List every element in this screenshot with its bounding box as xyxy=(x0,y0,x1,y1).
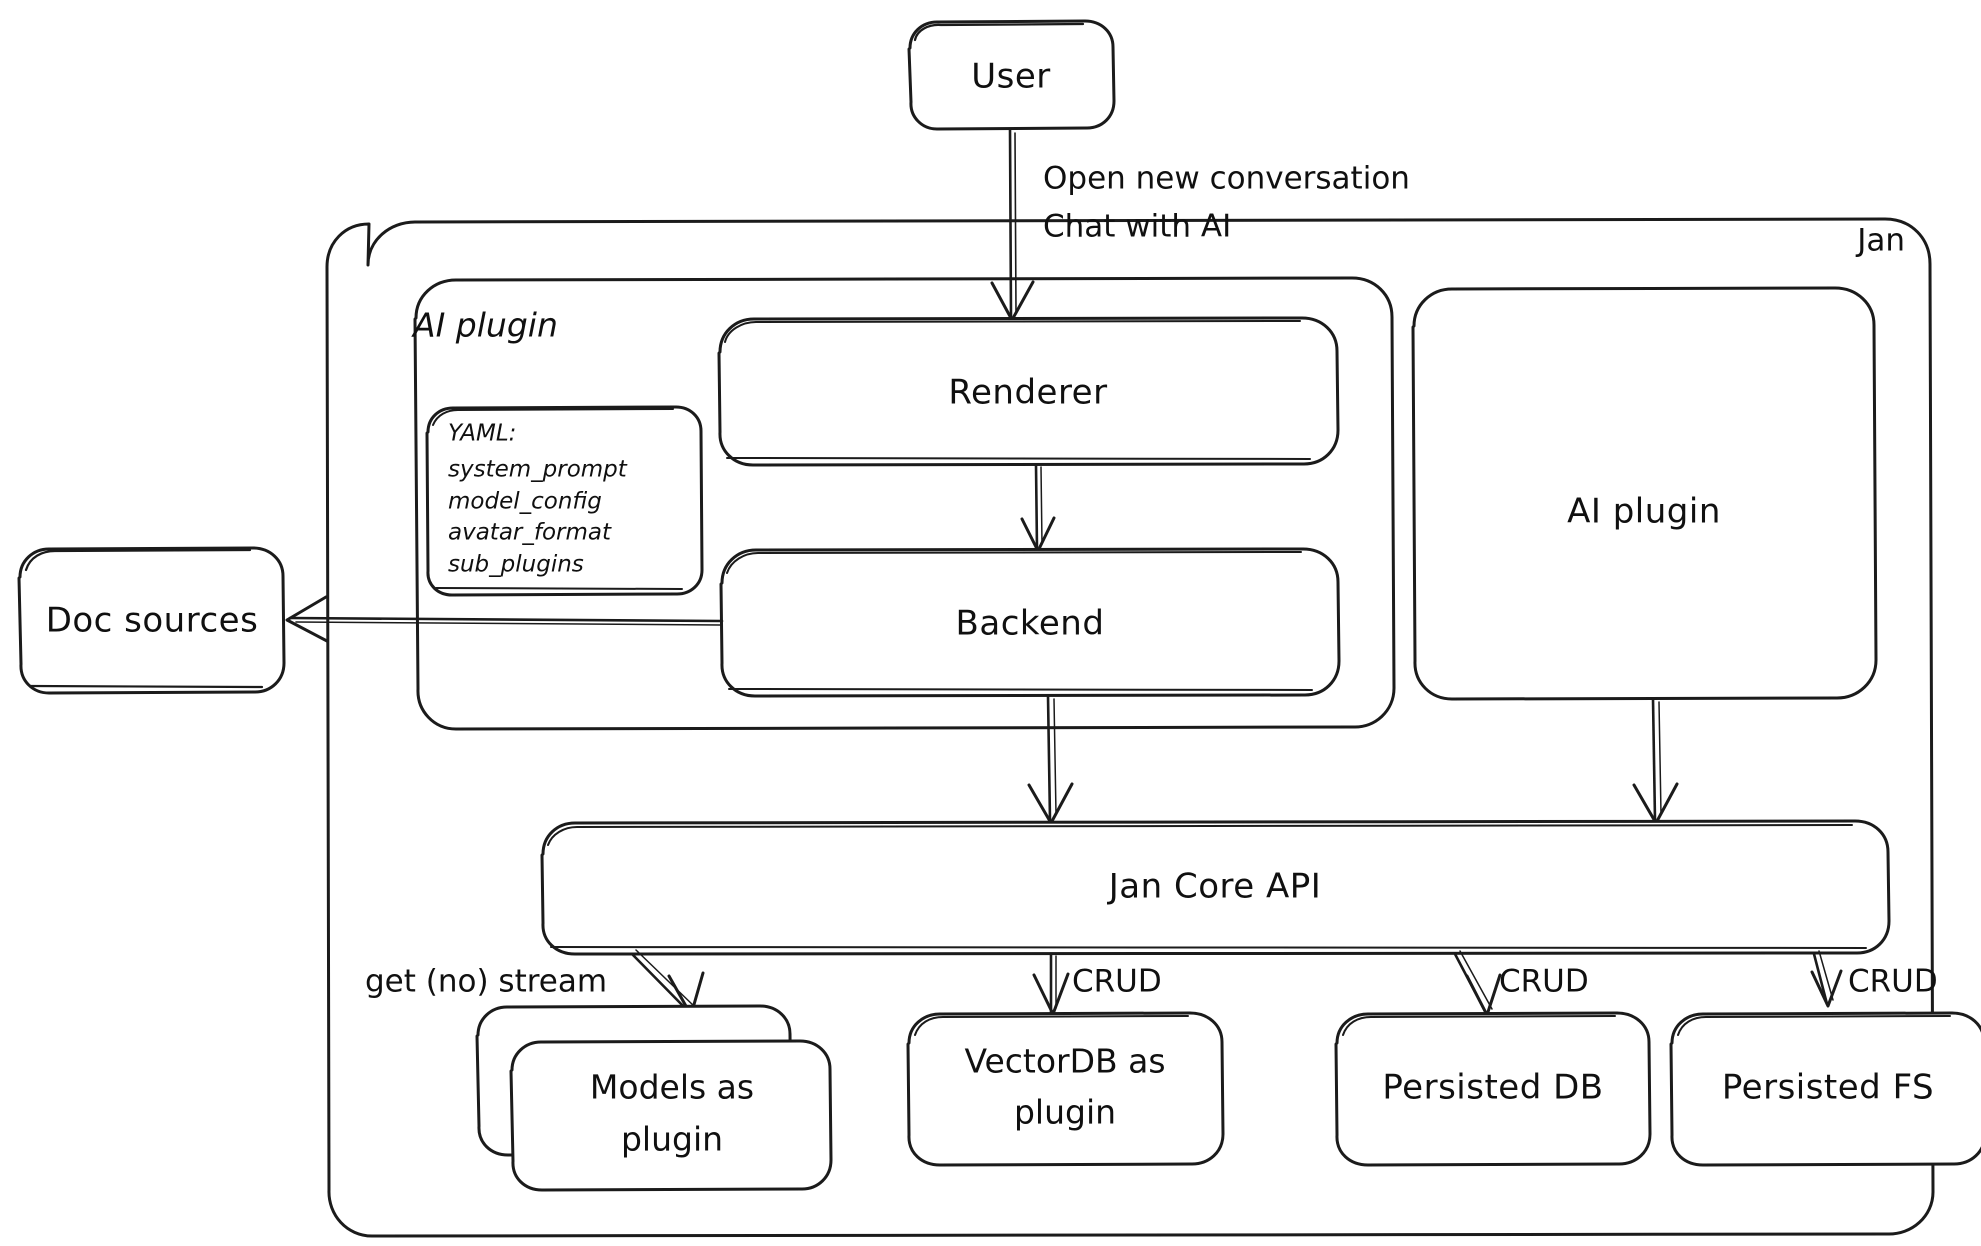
jan-core-api-node-label: Jan Core API xyxy=(1107,867,1322,907)
yaml-note-title: YAML: xyxy=(448,421,516,447)
jan-container: Jan xyxy=(325,217,1935,1238)
backend-node[interactable]: Backend xyxy=(719,547,1341,698)
edge-core-to-persisted-db: CRUD xyxy=(1453,950,1589,1017)
edge-user-to-renderer-label-line1: Open new conversation xyxy=(1043,161,1410,197)
edge-user-to-renderer-label-line2: Chat with AI xyxy=(1043,209,1231,245)
renderer-node-label: Renderer xyxy=(948,373,1107,413)
edge-core-to-persisted-fs: CRUD xyxy=(1810,950,1938,1008)
yaml-note-line-0: system_prompt xyxy=(448,457,628,483)
yaml-note-line-2: avatar_format xyxy=(448,520,612,546)
persisted-db-node-label: Persisted DB xyxy=(1382,1068,1603,1108)
persisted-fs-node[interactable]: Persisted FS xyxy=(1669,1011,1981,1167)
user-node[interactable]: User xyxy=(907,19,1116,131)
jan-core-api-node[interactable]: Jan Core API xyxy=(540,819,1891,956)
ai-plugin-group: AI plugin xyxy=(411,276,1396,731)
ai-plugin-group-label: AI plugin xyxy=(411,306,558,345)
vectordb-plugin-label-line1: VectorDB as xyxy=(964,1042,1165,1081)
doc-sources-node[interactable]: Doc sources xyxy=(17,546,286,695)
edge-user-to-renderer: Open new conversation Chat with AI xyxy=(990,127,1410,322)
models-plugin-node[interactable]: Models as plugin xyxy=(475,1004,833,1192)
edge-core-to-persisted-db-label: CRUD xyxy=(1499,964,1589,1000)
yaml-note-line-3: sub_plugins xyxy=(448,552,584,578)
doc-sources-node-label: Doc sources xyxy=(46,601,259,641)
user-node-label: User xyxy=(971,57,1051,97)
backend-node-label: Backend xyxy=(956,604,1105,644)
yaml-note-line-1: model_config xyxy=(448,489,602,515)
ai-plugin-box-node[interactable]: AI plugin xyxy=(1411,286,1878,701)
edge-core-to-models-label: get (no) stream xyxy=(365,964,607,1000)
edge-backend-to-core xyxy=(1027,694,1074,825)
jan-container-label: Jan xyxy=(1855,223,1905,259)
edge-ai-plugin-to-core xyxy=(1632,697,1679,825)
edge-renderer-to-backend xyxy=(1020,463,1056,553)
edge-core-to-vectordb: CRUD xyxy=(1032,952,1162,1016)
edge-core-to-models: get (no) stream xyxy=(365,949,705,1017)
persisted-db-node[interactable]: Persisted DB xyxy=(1334,1011,1652,1167)
edge-backend-to-doc-sources xyxy=(285,595,724,643)
vectordb-plugin-label-line2: plugin xyxy=(1014,1093,1116,1132)
edge-core-to-vectordb-label: CRUD xyxy=(1072,964,1162,1000)
vectordb-plugin-node[interactable]: VectorDB as plugin xyxy=(906,1011,1225,1167)
yaml-note: YAML: system_prompt model_config avatar_… xyxy=(425,405,704,597)
models-plugin-label-line1: Models as xyxy=(590,1068,754,1107)
ai-plugin-box-label: AI plugin xyxy=(1567,492,1721,532)
edge-core-to-persisted-fs-label: CRUD xyxy=(1848,964,1938,1000)
persisted-fs-node-label: Persisted FS xyxy=(1722,1068,1934,1108)
models-plugin-label-line2: plugin xyxy=(621,1120,723,1159)
renderer-node[interactable]: Renderer xyxy=(717,316,1340,467)
